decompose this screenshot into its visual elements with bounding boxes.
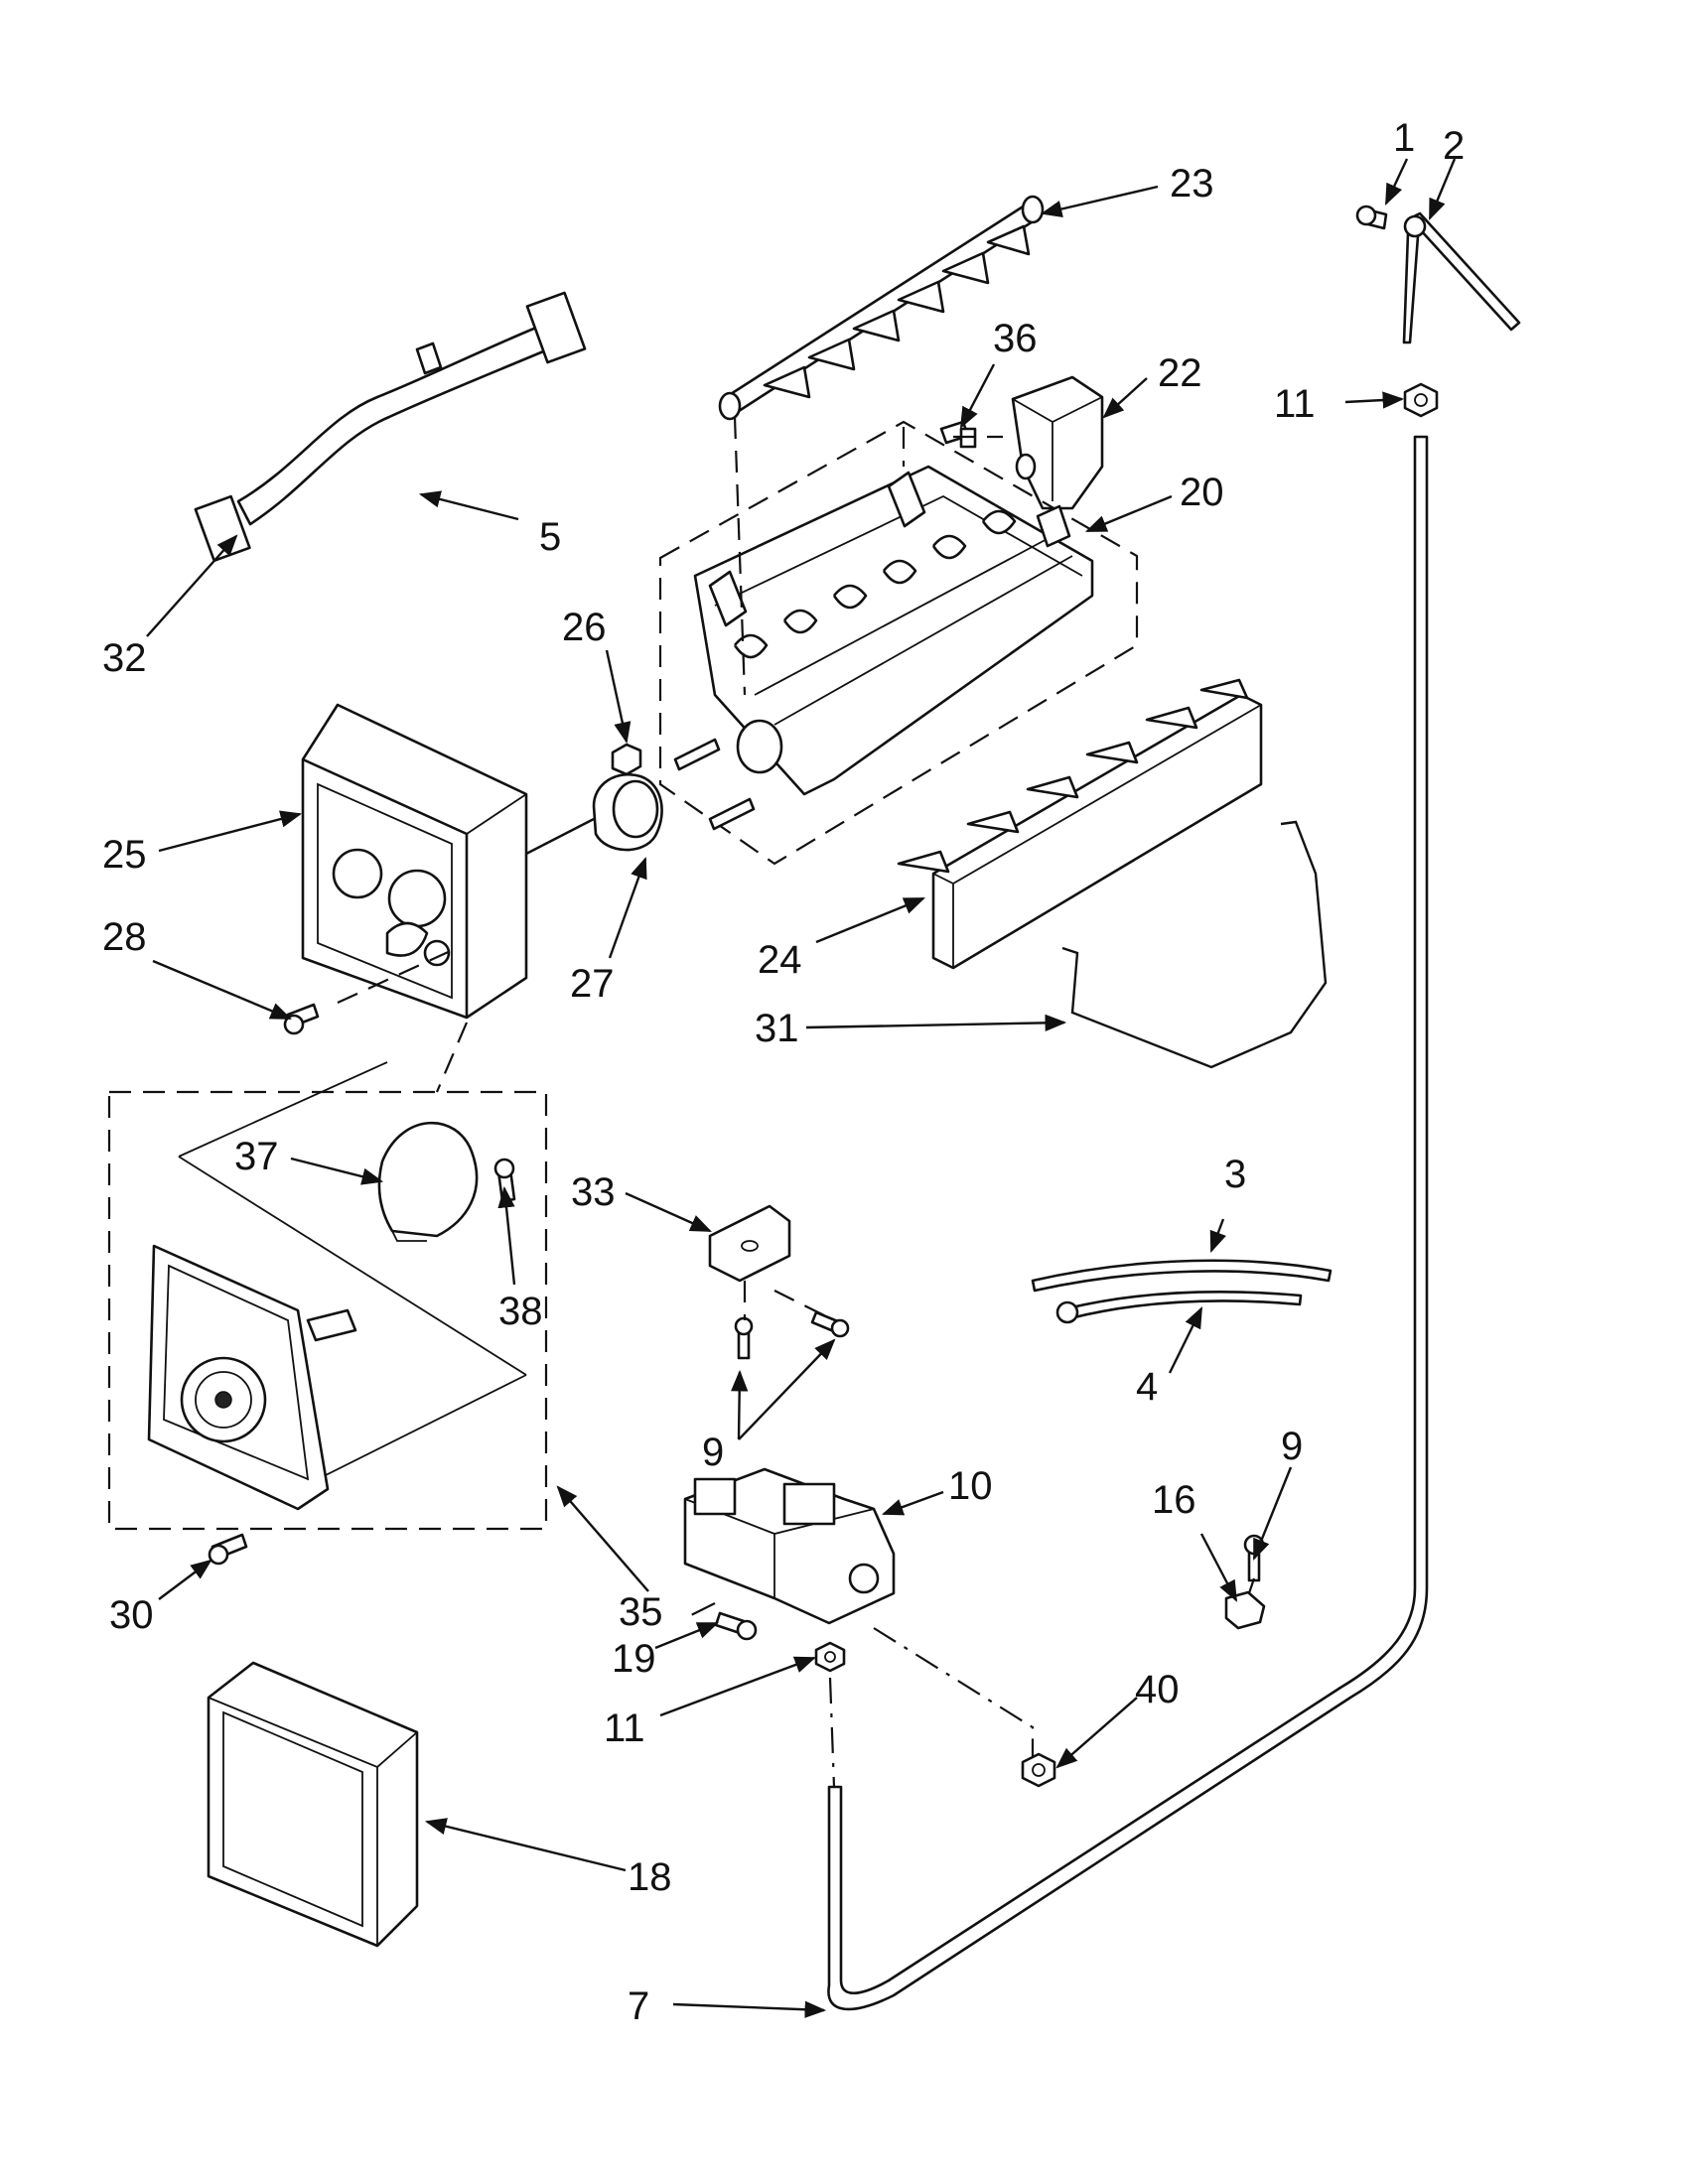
- water-valve-part-10: [683, 1467, 896, 1625]
- clamp-part-16: [1224, 1590, 1266, 1630]
- callout-11-top: 11: [1274, 382, 1316, 426]
- callout-18: 18: [628, 1855, 672, 1899]
- callout-33: 33: [571, 1170, 616, 1214]
- callout-9-clamp: 9: [1281, 1425, 1303, 1468]
- callout-labels: 1 2 3 4 5 7 9 9 10 11 11 16 18 19 20 22 …: [102, 116, 1465, 2028]
- callout-20: 20: [1180, 471, 1224, 514]
- callout-28: 28: [102, 915, 147, 959]
- callout-24: 24: [758, 938, 802, 982]
- thermostat-part-27: [525, 773, 663, 856]
- callout-40: 40: [1135, 1668, 1180, 1711]
- wire-harness-part-32: [194, 291, 587, 563]
- callout-36: 36: [993, 317, 1038, 360]
- inlet-fitting-part-2: [1402, 211, 1521, 344]
- callout-3: 3: [1224, 1153, 1246, 1196]
- callout-35: 35: [619, 1590, 663, 1634]
- callout-27: 27: [570, 962, 615, 1006]
- screw-part-19: [714, 1611, 758, 1641]
- screw-part-9-b: [810, 1310, 850, 1338]
- callout-10: 10: [948, 1464, 993, 1508]
- tube-part-4: [1055, 1290, 1303, 1324]
- callout-11-lower: 11: [604, 1706, 645, 1750]
- screw-part-28: [283, 1003, 320, 1035]
- fill-cup-part-22: [1011, 375, 1104, 510]
- nut-part-11-top: [1403, 382, 1439, 418]
- callout-22: 22: [1158, 351, 1202, 395]
- callout-4: 4: [1136, 1365, 1158, 1409]
- callout-25: 25: [102, 833, 147, 877]
- water-tube-part-7: [827, 435, 1429, 2011]
- shutoff-arm-part-31: [1061, 820, 1328, 1069]
- callout-16: 16: [1152, 1478, 1196, 1522]
- ice-mold-part-20: [658, 420, 1139, 866]
- callout-37: 37: [234, 1135, 279, 1178]
- callout-23: 23: [1170, 162, 1214, 205]
- callout-7: 7: [628, 1984, 649, 2028]
- callout-31: 31: [755, 1007, 799, 1050]
- callout-19: 19: [612, 1637, 656, 1681]
- callout-5: 5: [539, 515, 561, 559]
- nut-part-40: [1021, 1752, 1056, 1788]
- callout-38: 38: [498, 1290, 543, 1333]
- tube-part-3: [1031, 1259, 1333, 1293]
- callout-leaders: [146, 158, 1457, 2018]
- callout-26: 26: [562, 606, 607, 649]
- screw-part-9-a: [734, 1316, 754, 1360]
- ejector-part-23: [718, 195, 1045, 421]
- bracket-part-33: [708, 1204, 791, 1283]
- screw-part-30: [208, 1533, 248, 1566]
- callout-30: 30: [109, 1593, 154, 1637]
- motor-part-37: [377, 1121, 479, 1242]
- screw-part-36: [939, 420, 977, 449]
- callout-2: 2: [1443, 124, 1465, 168]
- screw-part-1: [1355, 205, 1388, 230]
- insulation-block-part-18: [207, 1661, 419, 1948]
- callout-1: 1: [1393, 116, 1415, 160]
- nut-part-11-lower: [814, 1641, 846, 1673]
- callout-32: 32: [102, 636, 147, 680]
- stripper-part-24: [897, 678, 1263, 970]
- clip-part-26: [611, 743, 642, 776]
- assembly-guide-lines: [337, 416, 1256, 1788]
- motor-module-part-35: [107, 1061, 548, 1531]
- callout-9-valve: 9: [702, 1431, 724, 1474]
- front-cover-part-25: [301, 703, 528, 1020]
